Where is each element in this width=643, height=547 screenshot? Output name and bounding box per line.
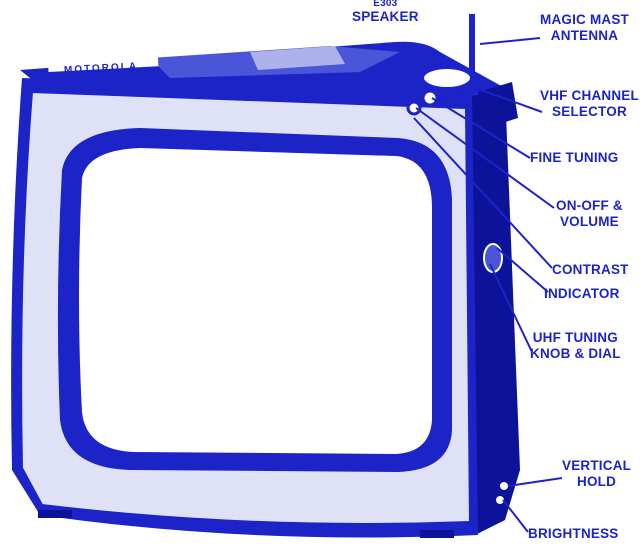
magic-mast-label: MAGIC MAST ANTENNA (540, 12, 629, 44)
vertical-hold-knob (499, 481, 509, 491)
contrast-label: CONTRAST (552, 262, 629, 278)
vhf-knob (422, 67, 472, 89)
uhf-dial (484, 244, 502, 272)
antenna-mast (469, 14, 475, 72)
callout-antenna (480, 38, 540, 44)
brightness-label: BRIGHTNESS (528, 526, 619, 542)
screen-glass (79, 148, 432, 454)
speaker-label: E303 SPEAKER (352, 0, 419, 25)
volume-knob (408, 102, 420, 114)
foot-left (38, 510, 72, 518)
uhf-tuning-label: UHF TUNING KNOB & DIAL (530, 330, 621, 362)
foot-right (420, 530, 454, 538)
fine-tuning-label: FINE TUNING (530, 150, 618, 166)
fine-tuning-knob (423, 91, 437, 105)
vhf-channel-label: VHF CHANNEL SELECTOR (540, 88, 639, 120)
callout-brightness (503, 500, 528, 532)
on-off-volume-label: ON-OFF & VOLUME (556, 198, 623, 230)
vertical-hold-label: VERTICAL HOLD (562, 458, 631, 490)
indicator-label: INDICATOR (544, 286, 620, 302)
